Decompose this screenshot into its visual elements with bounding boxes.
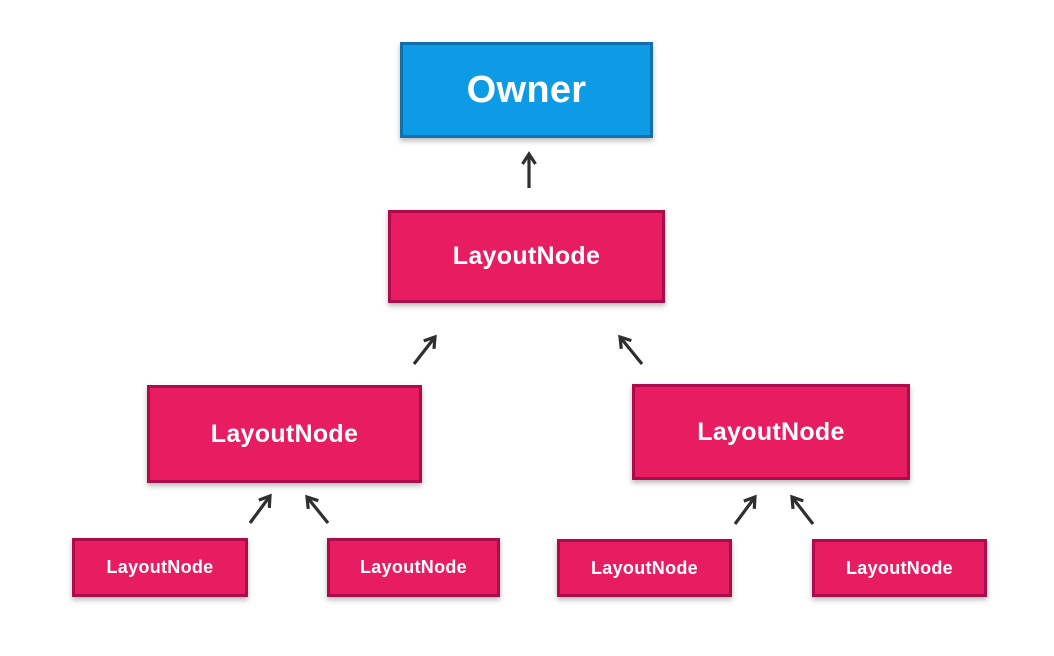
arrow-leaf-mid-right-to-branch-right <box>733 494 757 525</box>
layout-node-leaf-mid-right: LayoutNode <box>557 539 732 597</box>
layout-node-leaf-far-right: LayoutNode <box>812 539 987 597</box>
arrow-leaf-mid-left-to-branch-left <box>305 494 330 525</box>
layout-node-leaf-far-left: LayoutNode <box>72 538 248 597</box>
layout-node-branch-right: LayoutNode <box>632 384 910 480</box>
layout-node-branch-left: LayoutNode <box>147 385 422 483</box>
arrow-leaf-far-left-to-branch-left <box>248 493 272 524</box>
layout-node-root: LayoutNode <box>388 210 665 303</box>
layout-node-leaf-mid-left: LayoutNode <box>327 538 500 597</box>
arrow-branch-right-to-root <box>618 334 644 366</box>
owner-node: Owner <box>400 42 653 138</box>
arrow-leaf-far-right-to-branch-right <box>790 494 815 525</box>
arrow-branch-left-to-root <box>412 334 437 365</box>
